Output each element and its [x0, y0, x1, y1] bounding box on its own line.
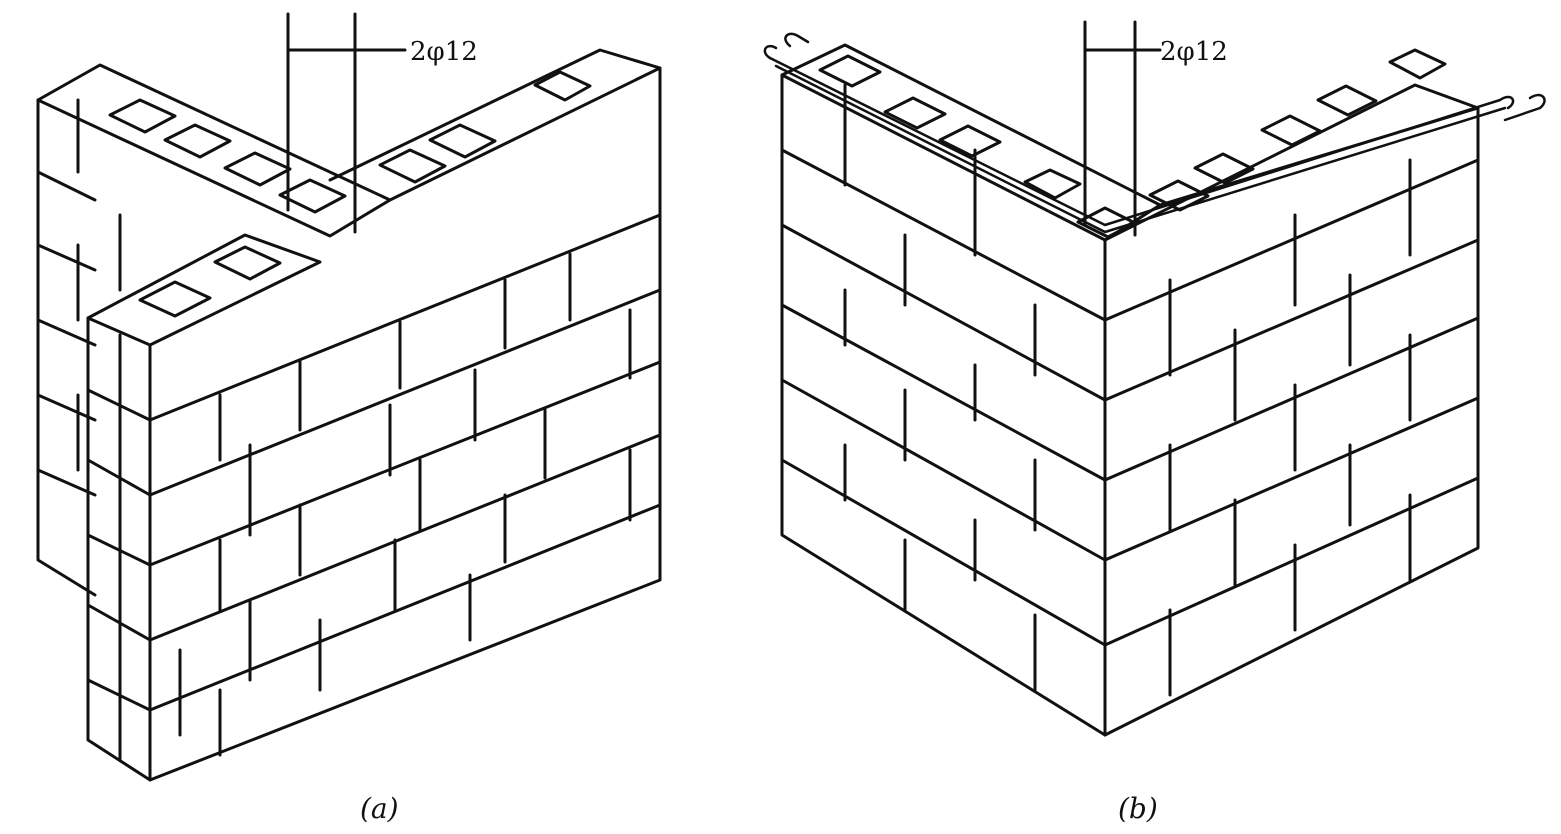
panel-b-caption: (b) — [1118, 792, 1158, 825]
panel-b-right-courses — [1103, 158, 1480, 647]
panel-b-right-face — [1103, 106, 1480, 737]
panel-b-hook-left — [763, 32, 810, 60]
panel-a-t-junction — [36, 12, 662, 782]
panel-a-main-wall-cores — [378, 70, 592, 184]
panel-b-rebar-label: 2φ12 — [1160, 37, 1228, 67]
panel-a-main-wall-head-joints — [178, 252, 632, 757]
panel-b-top-right — [1103, 83, 1480, 242]
panel-b-hook-right — [1498, 93, 1546, 122]
panel-b-joint-reinforcement — [763, 32, 1546, 234]
panel-a-main-wall-top — [328, 48, 662, 202]
panel-a-stem-courses — [86, 388, 152, 712]
panel-b-l-corner — [763, 20, 1546, 737]
panel-a-back-wall — [36, 63, 392, 597]
panel-b-top-left — [780, 43, 1162, 242]
panel-a-stem-top — [86, 233, 322, 347]
panel-a-rebar — [286, 12, 407, 234]
panel-b-cores — [818, 48, 1447, 239]
panel-a-stem-wall — [86, 233, 322, 782]
panel-b-head-joints — [843, 83, 1412, 697]
panel-a-back-wall-face — [36, 98, 97, 597]
panel-b-rebar — [1083, 20, 1162, 237]
panel-a-main-wall — [148, 48, 662, 782]
panel-a-back-wall-cores — [108, 98, 347, 214]
panel-b-left-courses — [780, 148, 1107, 647]
panel-a-stem-cores — [138, 245, 282, 318]
panel-a-rebar-label: 2φ12 — [410, 37, 478, 67]
panel-a-main-wall-courses — [148, 213, 662, 712]
panel-a-main-wall-face — [148, 66, 662, 782]
panel-a-back-wall-courses — [36, 98, 122, 497]
panel-a-caption: (a) — [360, 792, 399, 825]
